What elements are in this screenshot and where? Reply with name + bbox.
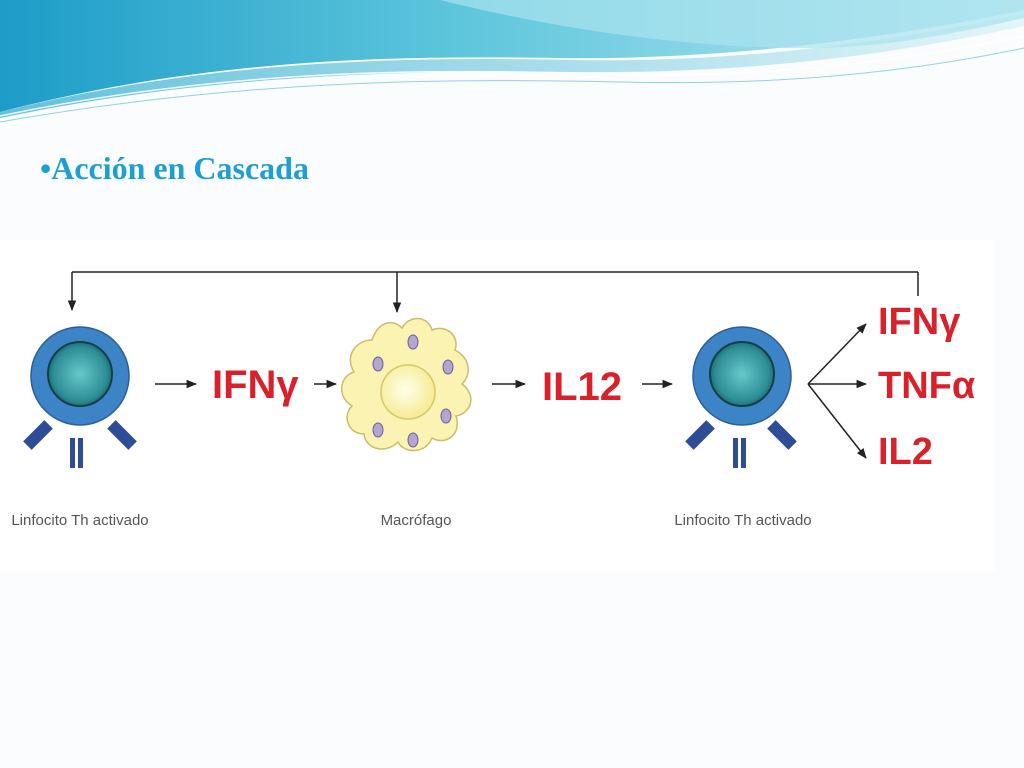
output-ifn-gamma: IFNγ xyxy=(878,301,960,343)
cascade-diagram: IFNγ IL12 xyxy=(0,240,995,570)
mediator-il12: IL12 xyxy=(542,365,622,409)
header-wave-decoration xyxy=(0,0,1024,123)
mediator-ifn-gamma: IFNγ xyxy=(212,363,299,407)
label-lymphocyte-1: Linfocito Th activado xyxy=(11,512,148,529)
label-lymphocyte-2: Linfocito Th activado xyxy=(674,512,811,529)
lymphocyte-cell-2 xyxy=(685,326,797,468)
macrophage-cell xyxy=(341,317,472,452)
slide-title: •Acción en Cascada xyxy=(40,150,309,186)
output-tnf-alpha: TNFα xyxy=(878,365,975,407)
output-arrows xyxy=(807,323,868,459)
feedback-line xyxy=(67,271,919,314)
lymphocyte-cell-1 xyxy=(23,326,137,468)
output-il2: IL2 xyxy=(878,431,933,473)
label-macrophage: Macrófago xyxy=(381,512,452,529)
